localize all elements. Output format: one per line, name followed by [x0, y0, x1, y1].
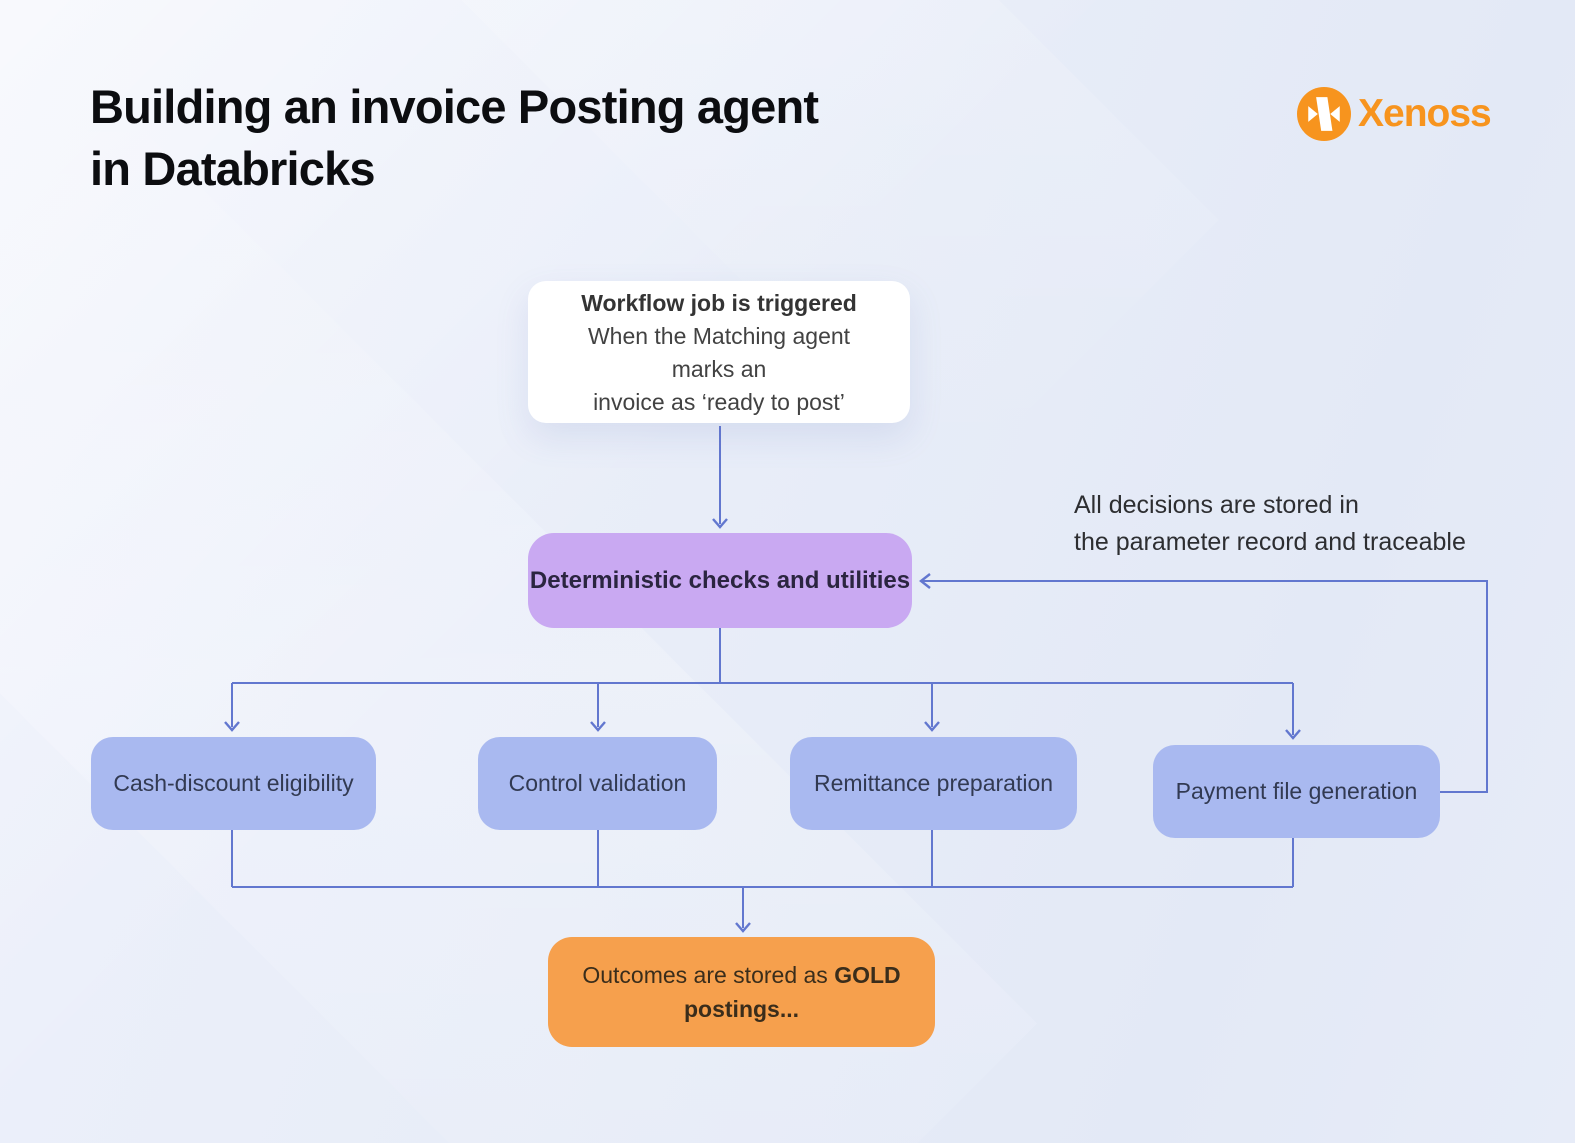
node-cash-discount-eligibility: Cash-discount eligibility — [91, 737, 376, 830]
outcomes-label-prefix: Outcomes are stored as — [582, 962, 835, 988]
node-workflow-trigger: Workflow job is triggered When the Match… — [528, 281, 910, 423]
payment-file-generation-label: Payment file generation — [1175, 778, 1418, 804]
page-title-line2: in Databricks — [90, 142, 376, 195]
remittance-preparation-label: Remittance preparation — [813, 770, 1054, 796]
cash-discount-label: Cash-discount eligibility — [113, 770, 354, 796]
node-remittance-preparation: Remittance preparation — [790, 737, 1077, 830]
node-payment-file-generation: Payment file generation — [1153, 745, 1440, 838]
arrowhead-down-icon — [1285, 729, 1301, 740]
workflow-trigger-body-line1: When the Matching agent marks an — [587, 322, 851, 382]
page-title: Building an invoice Posting agent in Dat… — [90, 76, 819, 200]
arrowhead-down-icon — [590, 721, 606, 732]
outcomes-label: Outcomes are stored as GOLD postings... — [582, 958, 901, 1026]
xenoss-logo-text: Xenoss — [1358, 92, 1492, 135]
arrowhead-down-icon — [924, 721, 940, 732]
workflow-trigger-body-line2: invoice as ‘ready to post’ — [593, 388, 845, 415]
deterministic-checks-label: Deterministic checks and utilities — [529, 566, 911, 594]
decisions-annotation-line2: the parameter record and traceable — [1074, 528, 1466, 556]
decisions-annotation-line1: All decisions are stored in — [1074, 491, 1359, 519]
arrowhead-down-icon — [735, 922, 751, 933]
control-validation-label: Control validation — [508, 770, 687, 796]
outcomes-label-bold: GOLD postings... — [684, 962, 901, 1022]
node-outcomes-gold-postings: Outcomes are stored as GOLD postings... — [548, 937, 935, 1047]
arrowhead-down-icon — [224, 721, 240, 732]
decisions-annotation: All decisions are stored in the paramete… — [1074, 487, 1466, 561]
workflow-trigger-title: Workflow job is triggered — [581, 289, 857, 316]
xenoss-logo: Xenoss — [1297, 87, 1492, 141]
arrowhead-left-icon — [919, 573, 931, 589]
arrowhead-down-icon — [712, 518, 728, 529]
connector-feedback-loop — [922, 580, 1488, 793]
xenoss-logo-icon — [1297, 87, 1351, 141]
node-control-validation: Control validation — [478, 737, 717, 830]
node-deterministic-checks: Deterministic checks and utilities — [528, 533, 912, 628]
page-title-line1: Building an invoice Posting agent — [90, 80, 819, 133]
